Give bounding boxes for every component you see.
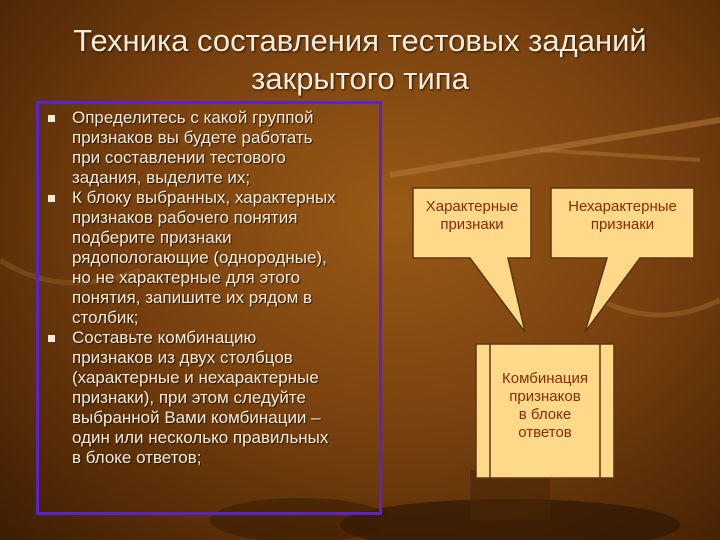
callout-right-line-1: Нехарактерные xyxy=(568,198,677,215)
callout-left-line-1: Характерные xyxy=(425,198,519,215)
bullet-list: Определитесь с какой группой признаков в… xyxy=(48,108,378,468)
combo-line-2: признаков xyxy=(509,388,581,405)
combo-line-3: в блоке xyxy=(518,406,572,423)
callout-noncharacteristic-shape xyxy=(550,187,695,333)
bullet-3-line-6: один или несколько правильных xyxy=(72,428,329,447)
callout-noncharacteristic: Нехарактерные признаки xyxy=(551,198,694,234)
bullet-3-line-1: Составьте комбинацию xyxy=(72,328,257,347)
bullet-3-line-5: выбранной Вами комбинации – xyxy=(72,408,321,427)
bullet-2-line-3: подберите признаки xyxy=(72,228,232,247)
bullet-1-line-2: признаков вы будете работать xyxy=(72,128,313,147)
bullet-2-line-7: столбик; xyxy=(72,308,139,327)
bullet-3-line-3: (характерные и нехарактерные xyxy=(72,368,319,387)
slide-title: Техника составления тестовых заданий зак… xyxy=(40,22,680,98)
bullet-2-line-5: но не характерные для этого xyxy=(72,268,301,287)
bullet-item-3: Составьте комбинацию признаков из двух с… xyxy=(48,328,378,468)
bullet-1-line-3: при составлении тестового xyxy=(72,148,286,167)
title-line-2: закрытого типа xyxy=(251,61,469,96)
callout-characteristic: Характерные признаки xyxy=(413,198,531,234)
callout-left-line-2: признаки xyxy=(440,216,504,233)
bullet-2-line-2: признаков рабочего понятия xyxy=(72,208,298,227)
square-bullet-icon xyxy=(48,195,55,202)
bullet-2-line-1: К блоку выбранных, характерных xyxy=(72,188,336,207)
bullet-1-line-1: Определитесь с какой группой xyxy=(72,108,314,127)
bullet-2-line-6: понятия, запишите их рядом в xyxy=(72,288,313,307)
square-bullet-icon xyxy=(48,115,55,122)
combo-box-shape xyxy=(475,343,615,479)
combo-line-4: ответов xyxy=(518,424,572,441)
bullet-2-line-4: рядопологающие (однородные), xyxy=(72,248,327,267)
callout-right-line-2: признаки xyxy=(590,216,655,233)
bullet-item-1: Определитесь с какой группой признаков в… xyxy=(48,108,378,188)
combo-line-1: Комбинация xyxy=(502,370,588,387)
callout-characteristic-shape xyxy=(412,187,532,333)
bullet-item-2: К блоку выбранных, характерных признаков… xyxy=(48,188,378,328)
square-bullet-icon xyxy=(48,335,55,342)
bullet-1-line-4: задания, выделите их; xyxy=(72,168,251,187)
bullet-3-line-4: признаки), при этом следуйте xyxy=(72,388,306,407)
bullet-3-line-2: признаков из двух столбцов xyxy=(72,348,293,367)
bullet-list-frame xyxy=(36,101,382,515)
bullet-3-line-7: в блоке ответов; xyxy=(72,448,202,467)
title-line-1: Техника составления тестовых заданий xyxy=(73,23,647,58)
combo-box-label: Комбинация признаков в блоке ответов xyxy=(488,370,602,442)
